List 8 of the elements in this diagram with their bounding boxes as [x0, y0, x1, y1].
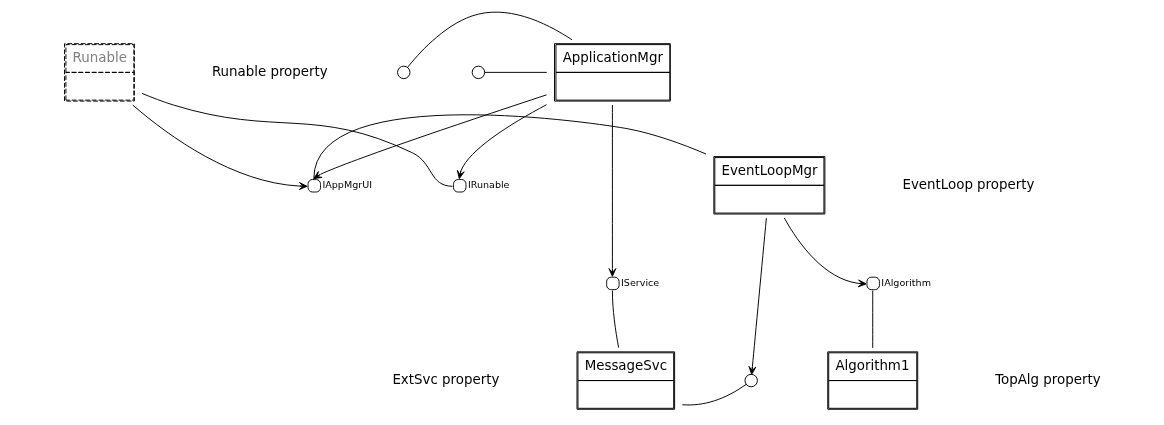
node-label: IAppMgrUI: [321, 179, 372, 191]
label: EventLoop property: [901, 176, 1034, 192]
label: Runable property: [211, 63, 328, 79]
node-label: IService: [620, 276, 659, 288]
node-label: IAlgorithm: [880, 276, 931, 288]
label: TopAlg property: [994, 372, 1101, 388]
label: ExtSvc property: [391, 372, 499, 388]
node-label: IRunable: [467, 179, 510, 191]
